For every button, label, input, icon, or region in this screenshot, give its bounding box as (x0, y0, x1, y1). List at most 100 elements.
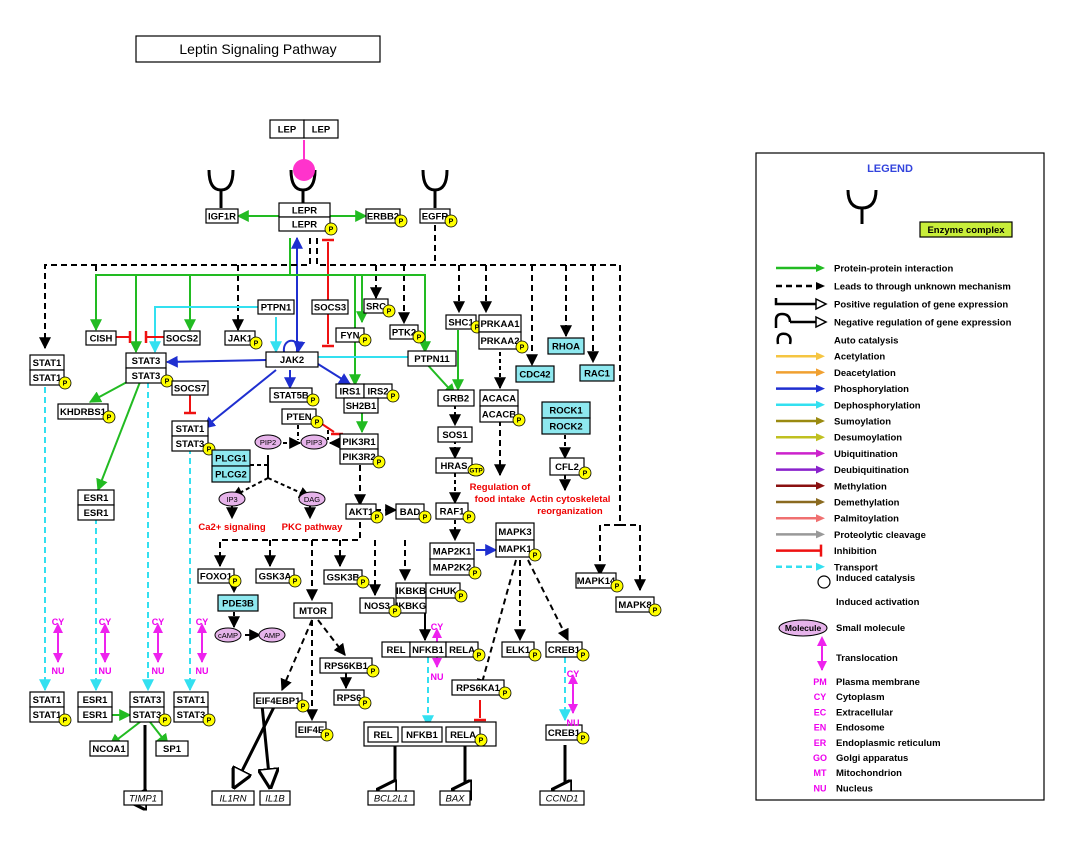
protein-label: PRKAA2 (480, 336, 519, 347)
protein-label: PRKAA1 (480, 319, 520, 330)
legend-compartment-code: GO (813, 753, 827, 763)
protein-stat3: STAT3 (125, 367, 167, 384)
receptor-egfr (421, 169, 449, 208)
protein-box (89, 740, 129, 757)
protein-label: AKT1 (349, 507, 375, 518)
legend-item: Demethylation (776, 498, 900, 509)
compartment-cy: CY (431, 622, 444, 632)
protein-box (163, 330, 201, 346)
molecule-label: cAMP (218, 631, 238, 640)
legend-arrowhead (816, 562, 825, 571)
phospho-label: P (475, 325, 480, 332)
protein-grb2: GRB2 (437, 389, 475, 407)
protein-label: STAT3 (133, 695, 162, 706)
legend-arrowhead (816, 352, 825, 361)
protein-label: SH2B1 (346, 401, 377, 412)
edge (88, 381, 128, 403)
legend-item-label: Acetylation (834, 352, 885, 363)
protein-label: FYN (341, 331, 360, 342)
protein-label: NOS3 (364, 601, 390, 612)
protein-mapk3: MAPK3 (495, 522, 535, 541)
phospho-badge (444, 214, 458, 228)
protein-label: PIK3R2 (342, 452, 375, 463)
legend-item-label: Positive regulation of gene expression (834, 300, 1008, 311)
phospho-label: P (423, 515, 428, 522)
protein-label: ERBB2 (367, 212, 399, 223)
legend-compartment-code: EC (814, 707, 827, 717)
protein-label: GSK3B (327, 573, 360, 584)
legend-arrowhead (816, 481, 825, 490)
protein-eif4ebp1: EIF4EBP1 (253, 692, 303, 709)
protein-ncoa1: NCOA1 (89, 740, 129, 757)
phospho-label: P (467, 515, 472, 522)
protein-label: RAF1 (440, 507, 466, 518)
phospho-badge (366, 664, 380, 678)
protein-label: GSK3A (259, 572, 292, 583)
protein-label: CHUK (429, 586, 457, 597)
phospho-label: P (375, 515, 380, 522)
protein-label: SOCS7 (174, 384, 206, 395)
legend-arrowhead (816, 530, 825, 539)
protein-box (85, 330, 117, 346)
protein-label: STAT1 (176, 424, 205, 435)
protein-label: EGFR (422, 212, 449, 223)
protein-map2k2: MAP2K2 (429, 558, 475, 576)
protein-stat1: STAT1 (173, 691, 209, 708)
protein-lep: LEP (269, 119, 305, 139)
legend-item-label: Transport (834, 562, 879, 573)
protein-mapk8: MAPK8 (615, 596, 655, 613)
protein-label: ESR1 (83, 710, 109, 721)
phospho-label: P (583, 471, 588, 478)
legend-compartment-name: Mitochondrion (836, 768, 902, 779)
legend-arrowhead (816, 449, 825, 458)
edge (262, 704, 270, 785)
legend-item-label: Dephosphorylation (834, 400, 921, 411)
protein-mapk14: MAPK14 (575, 572, 617, 589)
protein-foxo1: FOXO1 (197, 568, 235, 584)
protein-label: RPS6KB1 (324, 661, 369, 672)
phospho-badge (358, 333, 372, 347)
protein-label: SOCS2 (166, 334, 198, 345)
phospho-badge (228, 574, 242, 588)
legend-item: Inhibition (776, 544, 877, 557)
protein-label: NCOA1 (92, 744, 126, 755)
protein-rock1: ROCK1 (541, 401, 591, 419)
legend-arrowhead (816, 417, 825, 425)
protein-box (77, 504, 115, 521)
edge (203, 369, 277, 429)
protein-label: MAPK1 (498, 544, 532, 555)
legend-compartment-name: Endoplasmic reticulum (836, 738, 941, 749)
protein-label: IKBKG (396, 601, 427, 612)
protein-rps6ka1: RPS6KA1 (451, 679, 505, 696)
molecule-label: PIP3 (306, 438, 322, 447)
phospho-label: P (387, 309, 392, 316)
legend-item: Negative regulation of gene expression (774, 312, 1012, 329)
compartment-nu: NU (567, 718, 580, 728)
protein-box (123, 790, 163, 806)
protein-stat1: STAT1 (29, 691, 65, 708)
edge (214, 522, 361, 568)
protein-ccnd1: CCND1 (539, 790, 585, 806)
phospho-label: P (503, 691, 508, 698)
protein-label: STAT1 (33, 358, 62, 369)
phospho-badge (576, 648, 590, 662)
outcome-pkc: PKC pathway (282, 522, 343, 533)
protein-label: EIF4EBP1 (256, 696, 302, 707)
protein-ptpn11: PTPN11 (407, 350, 457, 367)
phospho-label: P (63, 381, 68, 388)
phospho-label: P (63, 718, 68, 725)
protein-label: NFKB1 (412, 645, 444, 656)
protein-label: ACACA (482, 394, 516, 405)
phospho-badge (512, 413, 526, 427)
protein-stat1: STAT1 (29, 369, 65, 386)
protein-label: BAX (445, 794, 465, 805)
legend-compartment-name: Golgi apparatus (836, 753, 908, 764)
protein-hras: HRAS (435, 457, 473, 474)
phospho-badge (306, 393, 320, 407)
protein-label: PTK2 (392, 328, 416, 339)
phospho-label: P (417, 335, 422, 342)
phospho-label: P (325, 733, 330, 740)
edge (235, 704, 277, 785)
legend-compartment-name: Nucleus (836, 783, 873, 794)
